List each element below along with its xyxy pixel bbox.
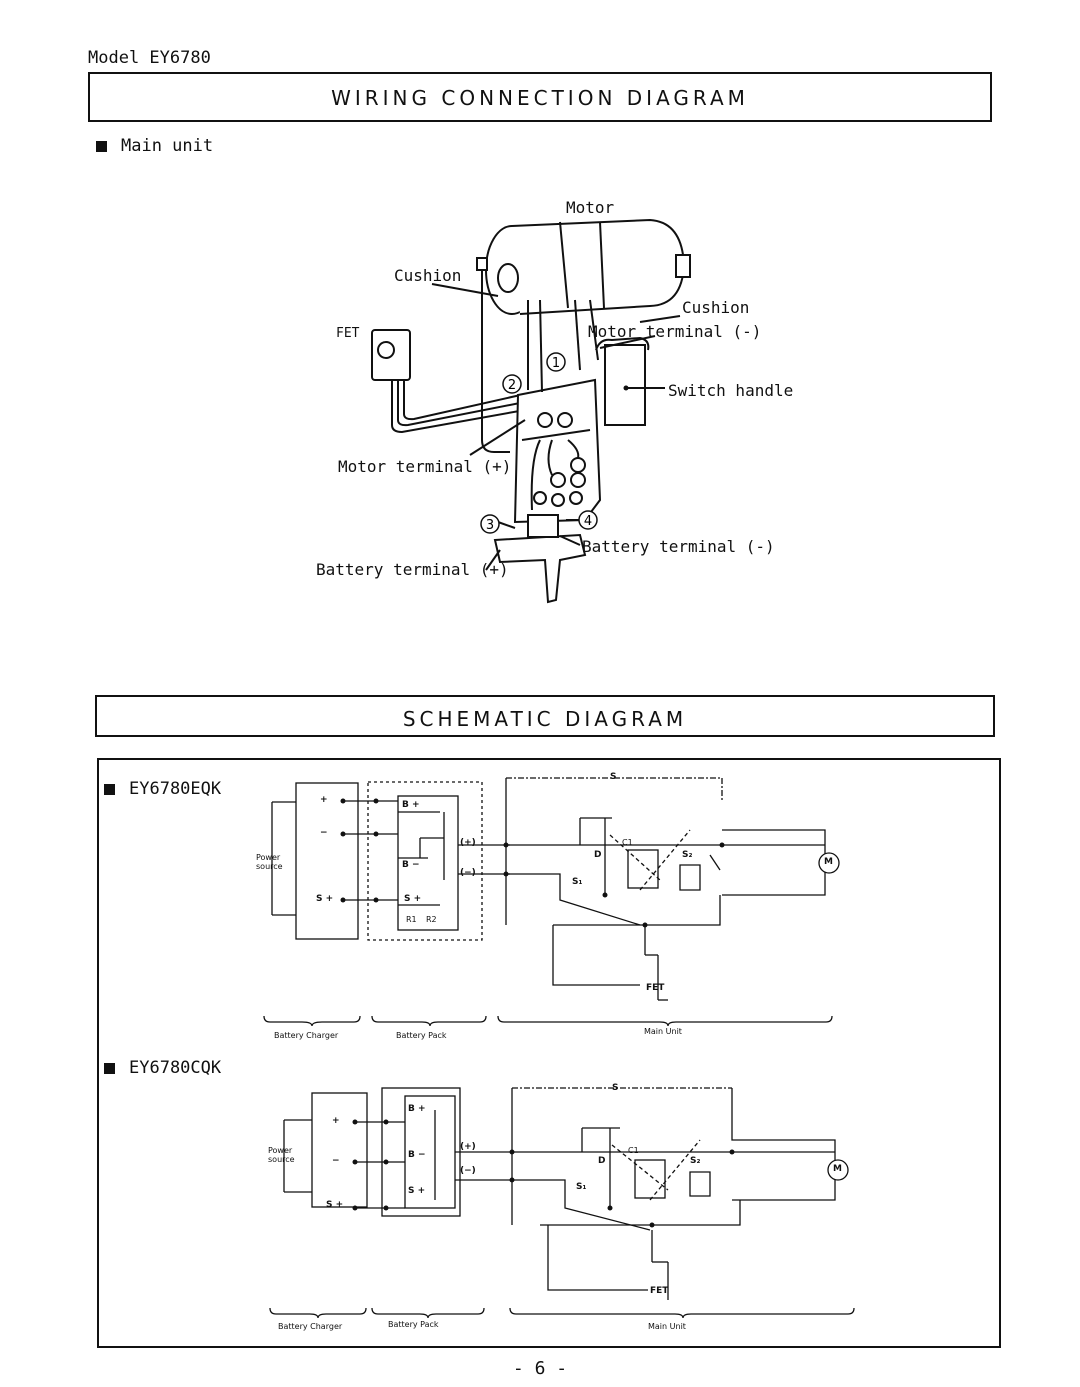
charger-minus-eqk: −: [320, 828, 328, 838]
bullet-square-icon: [96, 140, 107, 152]
pack-bplus-cqk: B +: [408, 1104, 426, 1114]
schematic-frame: [97, 758, 1001, 1348]
group-pack-eqk: Battery Pack: [396, 1031, 447, 1040]
label-fet-cqk: FET: [650, 1286, 669, 1296]
bullet-square-icon: [104, 783, 115, 795]
group-charger-eqk: Battery Charger: [274, 1031, 339, 1040]
marker-3: [480, 514, 500, 534]
label-switch-handle: Switch handle: [668, 381, 794, 400]
pack-out-plus-cqk: (+): [460, 1142, 476, 1152]
pack-out-minus-cqk: (−): [460, 1166, 476, 1176]
label-cushion-left: Cushion: [394, 266, 462, 285]
label-motor-terminal-minus: Motor terminal (-): [588, 322, 762, 341]
switch-handle: [604, 344, 646, 426]
schematic-title-box: SCHEMATIC DIAGRAM: [95, 695, 995, 737]
label-d-cqk: D: [598, 1156, 606, 1166]
label-s2-eqk: S₂: [682, 850, 693, 860]
label-s2-cqk: S₂: [690, 1156, 701, 1166]
pack-out-plus-eqk: (+): [460, 838, 476, 848]
charger-box-cqk: [311, 1092, 368, 1208]
charger-box-eqk: [295, 782, 359, 940]
marker-4-text: 4: [584, 514, 592, 529]
label-motor-eqk: M: [824, 857, 833, 867]
power-source-eqk: Power source: [256, 853, 283, 871]
model-label: Model EY6780: [88, 48, 211, 68]
label-battery-terminal-minus: Battery terminal (-): [582, 537, 775, 556]
label-motor: Motor: [566, 198, 615, 217]
motor-symbol-cqk: [827, 1159, 849, 1181]
group-main-eqk: Main Unit: [644, 1027, 682, 1036]
marker-1-text: 1: [552, 356, 560, 371]
label-c1-eqk: C1: [622, 838, 633, 847]
variant-eqk-heading: EY6780EQK: [104, 779, 221, 799]
label-s1-cqk: S₁: [576, 1182, 587, 1192]
variant-cqk-heading: EY6780CQK: [104, 1058, 221, 1078]
charger-minus-cqk: −: [332, 1156, 340, 1166]
label-c1-cqk: C1: [628, 1146, 639, 1155]
page-number: - 6 -: [512, 1358, 568, 1379]
motor-symbol-eqk: [818, 852, 840, 874]
c1-box-cqk: [634, 1159, 666, 1199]
battery-terminal-block: [493, 533, 587, 604]
section-label: Main unit: [121, 136, 214, 156]
c1-box-eqk: [627, 849, 659, 889]
pack-bminus-cqk: B −: [408, 1150, 426, 1160]
pack-splus-cqk: S +: [408, 1186, 426, 1196]
power-source-cqk: Power source: [268, 1146, 295, 1164]
label-cushion-right: Cushion: [682, 298, 750, 317]
label-motor-terminal-plus: Motor terminal (+): [338, 457, 512, 476]
wiring-title-box: WIRING CONNECTION DIAGRAM: [88, 72, 992, 122]
charger-s-eqk: S +: [316, 894, 334, 904]
pack-box-eqk: [367, 781, 483, 941]
group-pack-cqk: Battery Pack: [388, 1320, 439, 1329]
label-s-cqk: S: [612, 1083, 619, 1093]
pack-splus-eqk: S +: [404, 894, 422, 904]
pack-r1-eqk: R1: [406, 915, 417, 924]
pack-bplus-eqk: B +: [402, 800, 420, 810]
pack-r2-eqk: R2: [426, 915, 437, 924]
marker-1: [546, 352, 566, 372]
marker-4: [578, 510, 598, 530]
label-fet-eqk: FET: [646, 983, 665, 993]
schematic-title: SCHEMATIC DIAGRAM: [402, 707, 688, 731]
variant-cqk-model: EY6780CQK: [129, 1058, 222, 1078]
charger-s-cqk: S +: [326, 1200, 344, 1210]
marker-2-text: 2: [508, 378, 516, 393]
pack-bminus-eqk: B −: [402, 860, 420, 870]
section-main-unit: Main unit: [96, 136, 213, 156]
label-motor-cqk: M: [833, 1164, 842, 1174]
marker-3-text: 3: [486, 518, 494, 533]
wiring-illustration: 1 2 3 4: [371, 218, 691, 604]
group-main-cqk: Main Unit: [648, 1322, 686, 1331]
label-fet: FET: [336, 326, 360, 341]
charger-plus-eqk: +: [320, 795, 328, 805]
pack-out-minus-eqk: (−): [460, 868, 476, 878]
wiring-title: WIRING CONNECTION DIAGRAM: [331, 86, 749, 110]
group-charger-cqk: Battery Charger: [278, 1322, 343, 1331]
pack-inner-eqk: [397, 795, 459, 931]
variant-eqk-model: EY6780EQK: [129, 779, 222, 799]
marker-2: [502, 374, 522, 394]
label-s1-eqk: S₁: [572, 877, 583, 887]
label-d-eqk: D: [594, 850, 602, 860]
label-s-eqk: S: [610, 772, 617, 782]
charger-plus-cqk: +: [332, 1116, 340, 1126]
label-battery-terminal-plus: Battery terminal (+): [316, 560, 509, 579]
bullet-square-icon: [104, 1062, 115, 1074]
